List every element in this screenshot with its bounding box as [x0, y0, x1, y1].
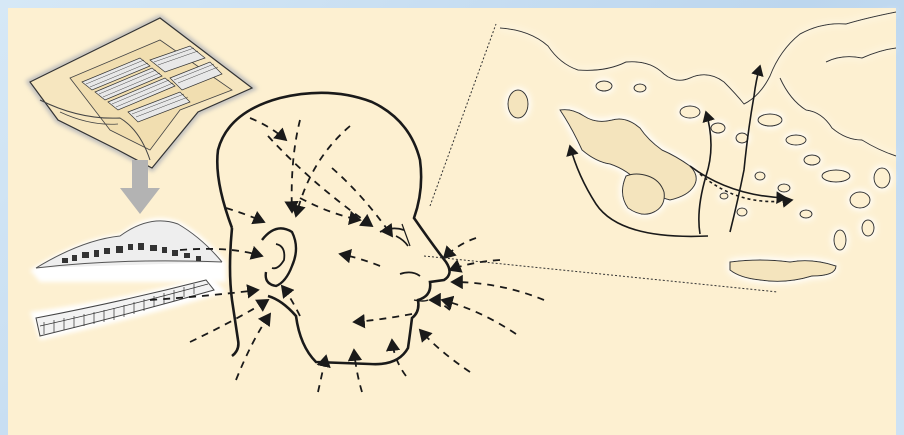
head-profile-icon	[217, 93, 449, 364]
hillside-village-icon	[30, 218, 226, 340]
aegean-map-icon	[500, 12, 896, 281]
